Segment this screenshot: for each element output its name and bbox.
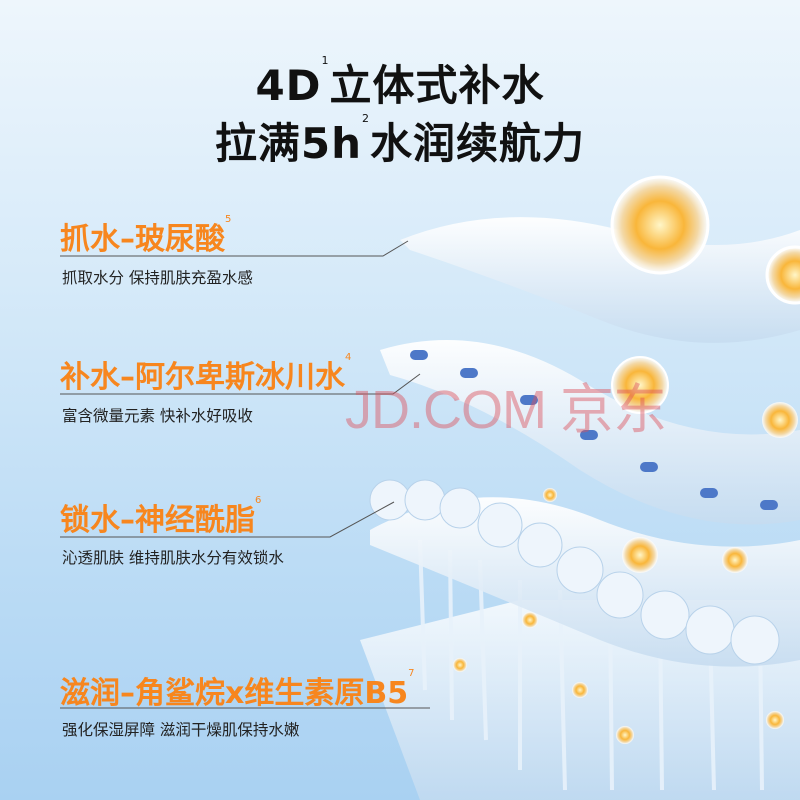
feature-desc: 富含微量元素 快补水好吸收: [62, 407, 253, 425]
feature-desc: 沁透肌肤 维持肌肤水分有效锁水: [62, 549, 284, 567]
hyaluronic-orbs: [453, 175, 800, 744]
feature-title-text: 滋润–角鲨烷x维生素原B5: [60, 676, 409, 711]
watermark: JD.COM 京东: [345, 380, 667, 440]
feature-desc: 强化保湿屏障 滋润干燥肌保持水嫩: [62, 721, 300, 739]
headline-text: 拉满5h: [214, 119, 363, 168]
feature-title-text: 补水–阿尔卑斯冰川水: [60, 360, 345, 395]
cells-row-2: [410, 350, 778, 510]
footnote-mark: 4: [345, 352, 352, 363]
footnote-mark: 6: [255, 495, 262, 506]
feature-title-hyaluronic: 抓水–玻尿酸5: [60, 214, 231, 258]
headline-text: 立体式补水: [329, 61, 545, 110]
feature-title-text: 锁水–神经酰脂: [60, 503, 255, 538]
headline-line-2: 拉满5h2水润续航力: [0, 110, 800, 171]
headline-text: 水润续航力: [370, 119, 586, 168]
feature-title-text: 抓水–玻尿酸: [60, 222, 225, 257]
footnote-mark: 1: [321, 54, 330, 67]
feature-title-ceramide: 锁水–神经酰脂6: [60, 495, 261, 539]
layer-1: [400, 217, 800, 343]
footnote-mark: 2: [362, 112, 371, 125]
footnote-mark: 7: [408, 668, 415, 679]
footnote-mark: 5: [225, 214, 232, 225]
feature-title-glacier-water: 补水–阿尔卑斯冰川水4: [60, 352, 351, 396]
feature-desc: 抓取水分 保持肌肤充盈水感: [62, 269, 253, 287]
headline-line-1: 4D1立体式补水: [0, 52, 800, 113]
feature-title-squalane-b5: 滋润–角鲨烷x维生素原B57: [60, 668, 414, 712]
headline-text: 4D: [255, 61, 322, 110]
leader-lines: [60, 240, 430, 709]
